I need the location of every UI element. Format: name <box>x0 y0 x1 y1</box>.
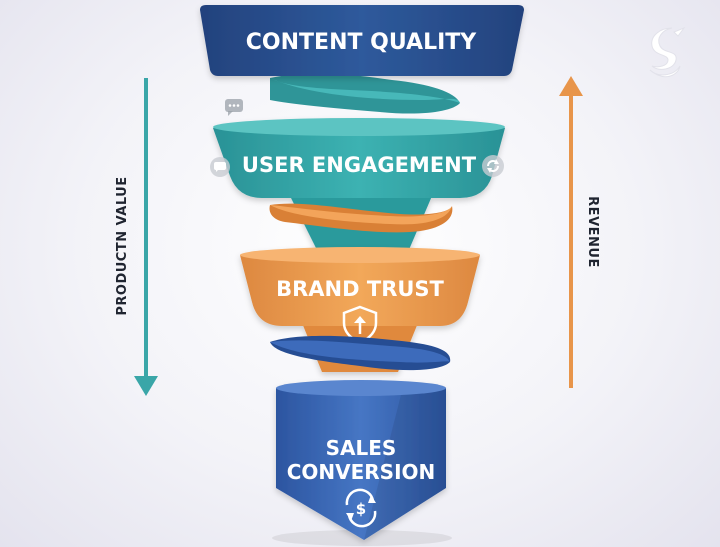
stage-user-engagement-label: USER ENGAGEMENT <box>242 153 477 177</box>
stage-user-engagement <box>213 118 505 252</box>
left-axis-label: PRODUCTN VALUE <box>115 176 130 315</box>
ribbon-orange <box>269 203 453 233</box>
stage-brand-trust-label: BRAND TRUST <box>276 277 444 301</box>
brand-logo-icon <box>649 26 686 78</box>
right-axis-label: REVENUE <box>585 196 600 268</box>
stage-sales-conversion <box>276 380 446 540</box>
right-axis-arrow <box>559 76 583 388</box>
chat-bubble-icon <box>225 99 243 116</box>
chat-bubble-icon <box>210 157 230 177</box>
ribbon-blue <box>270 335 451 371</box>
ribbon-teal <box>270 73 460 114</box>
dollar-cycle-icon: $ <box>345 488 377 528</box>
stage-content-quality-label: CONTENT QUALITY <box>246 30 478 55</box>
stage-sales-conversion-label-line2: CONVERSION <box>287 460 436 484</box>
left-axis-arrow <box>134 78 158 396</box>
refresh-icon <box>482 155 504 177</box>
stage-sales-conversion-label-line1: SALES <box>326 436 397 460</box>
svg-text:$: $ <box>356 500 366 518</box>
stage-content-quality <box>200 5 524 76</box>
